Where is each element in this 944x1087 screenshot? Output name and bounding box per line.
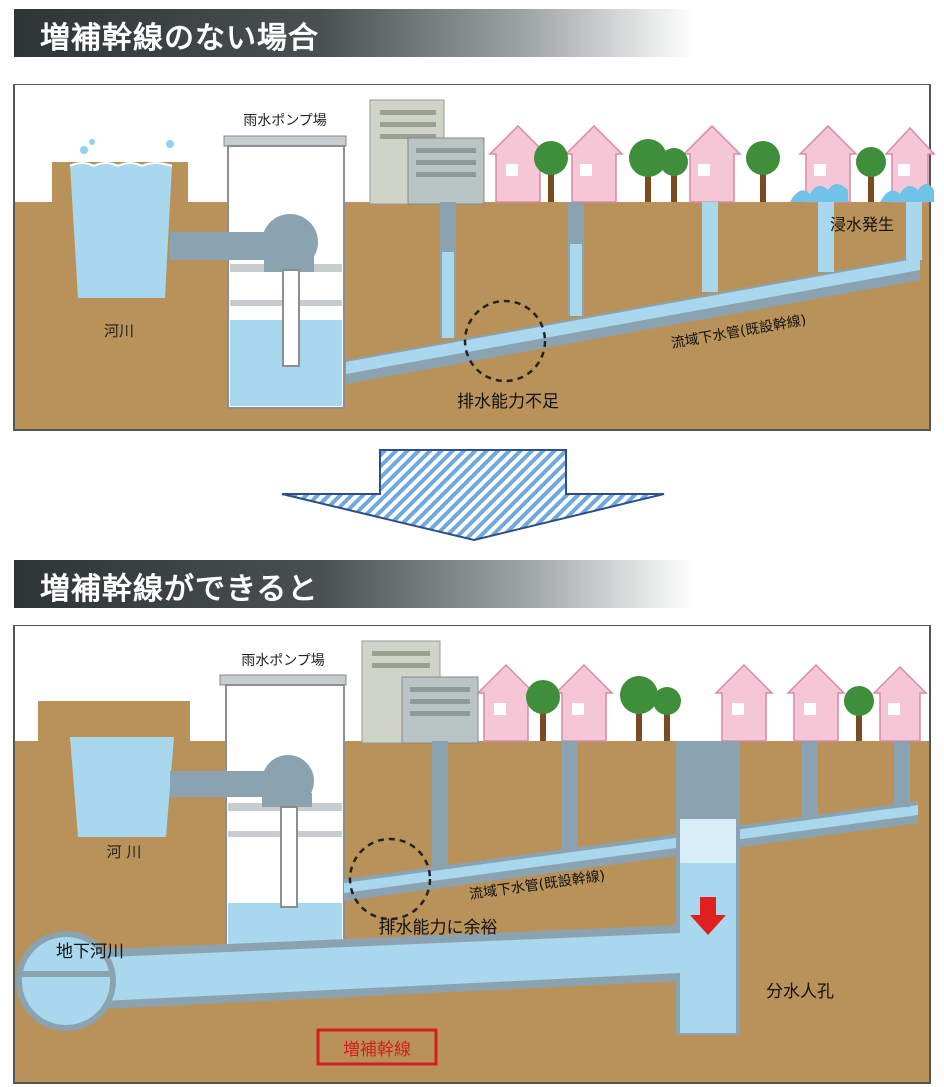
capacity-circle bbox=[348, 837, 432, 921]
buildings bbox=[361, 640, 479, 744]
underground-river-label: 地下河川 bbox=[56, 942, 124, 962]
bottleneck-circle bbox=[463, 299, 547, 383]
section-banner-after: 増補幹線ができると bbox=[14, 560, 694, 608]
houses-and-trees bbox=[476, 663, 928, 742]
river-label: 河川 bbox=[104, 322, 134, 340]
section-title-before: 増補幹線のない場合 bbox=[40, 21, 319, 56]
transition-arrow bbox=[281, 449, 665, 542]
pump-station bbox=[170, 674, 347, 948]
diagram-after: 雨水ポンプ場 河 川 流域下水管(既設幹線) 排水能力に余裕 地下河川 分水人孔… bbox=[13, 625, 931, 1084]
trunk-line-pipe bbox=[16, 925, 680, 1031]
flood-splash bbox=[790, 184, 934, 202]
pump-station-label: 雨水ポンプ場 bbox=[243, 113, 327, 129]
insufficient-capacity-label: 排水能力不足 bbox=[457, 392, 559, 412]
buildings bbox=[369, 99, 485, 205]
diversion-manhole-label: 分水人孔 bbox=[766, 982, 834, 1002]
diagram-before: 雨水ポンプ場 河川 浸水発生 流域下水管(既設幹線) 排水能力不足 bbox=[13, 84, 936, 431]
diversion-manhole bbox=[676, 741, 740, 1035]
trunk-line-label-box bbox=[316, 1028, 438, 1066]
river-channel bbox=[38, 701, 190, 839]
flooding-label: 浸水発生 bbox=[830, 215, 894, 234]
sewer-pipe-network bbox=[344, 741, 918, 921]
pump-station-label: 雨水ポンプ場 bbox=[241, 653, 325, 669]
down-arrow-icon bbox=[281, 449, 665, 542]
houses-and-trees bbox=[488, 124, 936, 203]
spare-capacity-label: 排水能力に余裕 bbox=[379, 918, 498, 938]
pump-station bbox=[170, 135, 347, 409]
down-arrow-icon bbox=[690, 897, 726, 935]
river-label: 河 川 bbox=[107, 843, 142, 861]
trunk-line-label: 増補幹線 bbox=[343, 1039, 411, 1060]
section-title-after: 増補幹線ができると bbox=[40, 572, 319, 607]
river-channel bbox=[52, 139, 188, 300]
sewer-pipe-network bbox=[346, 202, 922, 384]
section-banner-before: 増補幹線のない場合 bbox=[14, 9, 694, 57]
